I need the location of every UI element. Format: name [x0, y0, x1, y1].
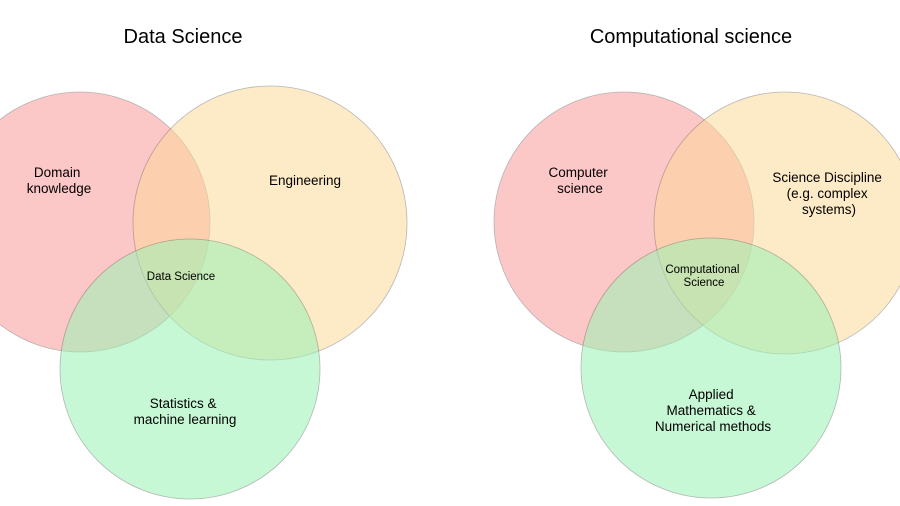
diagram-title: Computational science: [590, 26, 792, 48]
set-label-domain-knowledge: Domain knowledge: [27, 165, 92, 196]
center-label-data-science: Data Science: [147, 271, 215, 283]
set-circle-statistics: [59, 238, 321, 500]
set-label-statistics: Statistics & machine learning: [134, 396, 237, 427]
set-label-computer-science: Computer science: [548, 165, 611, 196]
venn-computational-science: Computational science Computer science S…: [493, 26, 900, 499]
set-label-applied-mathematics: Applied Mathematics & Numerical methods: [655, 387, 772, 434]
diagram-title: Data Science: [124, 26, 243, 48]
center-label-computational-science: Computational Science: [665, 264, 742, 289]
venn-data-science: Data Science Domain knowledge Engineerin…: [0, 26, 408, 500]
set-label-science-discipline: Science Discipline (e.g. complex systems…: [772, 170, 885, 217]
set-label-engineering: Engineering: [269, 173, 341, 188]
set-circle-applied-mathematics: [580, 237, 842, 499]
